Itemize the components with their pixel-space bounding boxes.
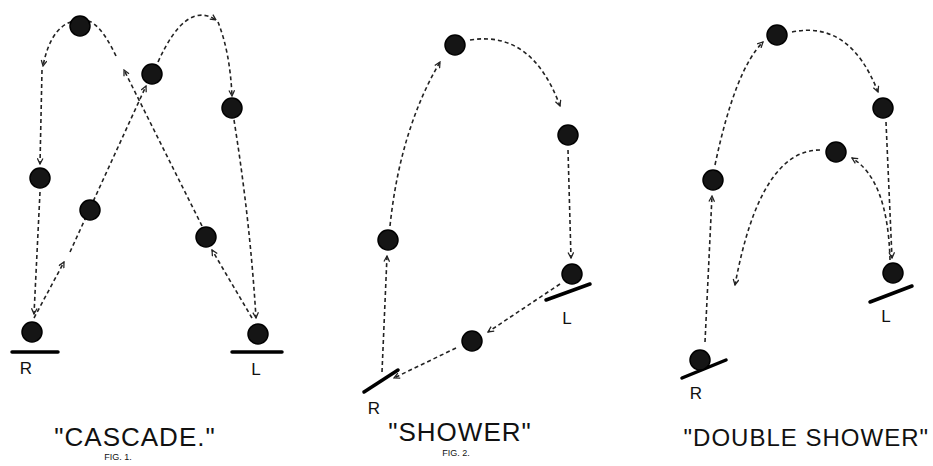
ball-path [212, 250, 252, 318]
hand-bar [364, 370, 398, 392]
figure-number: FIG. 2. [442, 449, 470, 458]
hand-label: L [251, 361, 260, 378]
ball-path [390, 62, 440, 226]
ball-path [234, 120, 256, 318]
ball [22, 16, 268, 344]
hand-label: L [881, 308, 890, 325]
ball-path [34, 192, 40, 314]
ball-path [488, 284, 560, 332]
figure-caption: "DOUBLE SHOWER" [684, 426, 929, 450]
hand-bar [546, 284, 590, 300]
hand-bar [870, 286, 912, 302]
ball-path [792, 30, 878, 92]
double-shower-figure [682, 25, 912, 378]
hand-label: R [690, 385, 702, 402]
cascade-figure [12, 15, 282, 352]
ball-path [158, 15, 216, 62]
ball [378, 35, 582, 351]
hand-label: R [368, 400, 380, 417]
ball-path [382, 256, 387, 372]
ball-path [394, 348, 456, 378]
ball-path [568, 150, 571, 258]
ball-path [705, 196, 712, 342]
figure-caption: "SHOWER" [388, 419, 531, 445]
ball-path [70, 86, 146, 252]
hand-label: R [20, 360, 32, 377]
ball-path [40, 70, 42, 164]
ball [690, 25, 903, 370]
figure-number: FIG. 1. [104, 453, 132, 462]
ball-path [470, 39, 560, 106]
ball-path [218, 22, 232, 96]
ball-path [735, 150, 820, 285]
ball-path [34, 262, 64, 318]
figure-caption: "CASCADE." [54, 424, 215, 450]
ball-path [852, 158, 890, 260]
hand-label: L [562, 310, 571, 327]
ball-path [715, 42, 763, 165]
hand-bar [232, 350, 282, 354]
ball-path [124, 70, 202, 226]
hand-bar [12, 350, 58, 354]
shower-figure [364, 35, 590, 392]
